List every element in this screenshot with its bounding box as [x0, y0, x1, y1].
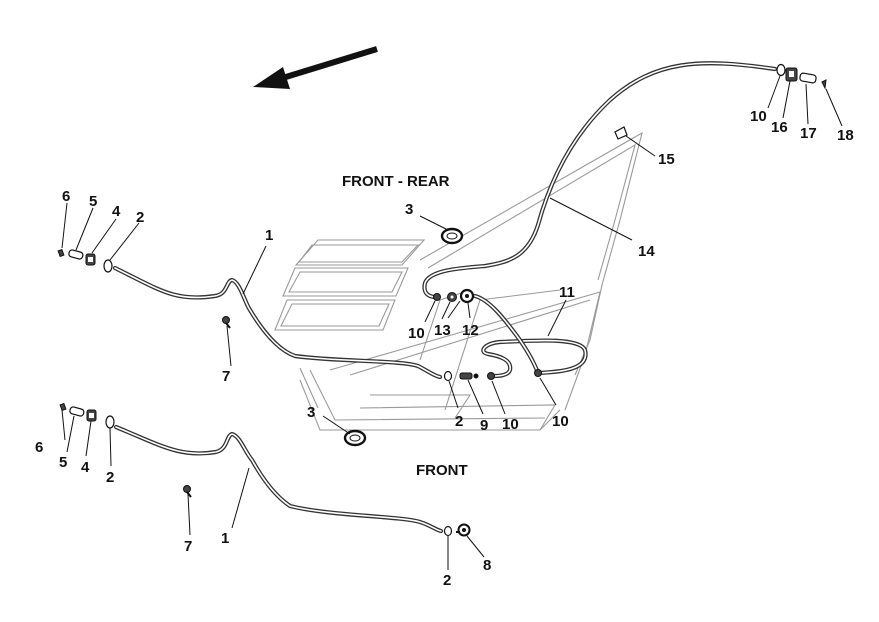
- upper-fitting-12: [459, 288, 475, 304]
- label-lower-7: 7: [184, 538, 192, 555]
- label-upper-12: 12: [462, 322, 479, 339]
- lower-fitting-6: [59, 402, 67, 412]
- lower-fitting-2-right: [443, 525, 453, 537]
- upper-brake-pipe-14: [422, 61, 778, 300]
- upper-fitting-13: [447, 292, 457, 302]
- background-panel-outline: [274, 131, 643, 431]
- label-upper-3-bottom: 3: [307, 404, 315, 421]
- upper-grommet-3-top: [440, 227, 464, 245]
- direction-arrow-icon: [253, 46, 378, 89]
- label-upper-13: 13: [434, 322, 451, 339]
- lower-brake-pipe-1: [113, 424, 444, 534]
- label-upper-16: 16: [771, 119, 788, 136]
- upper-fitting-4: [85, 253, 96, 266]
- upper-fitting-17: [799, 72, 817, 84]
- label-upper-15: 15: [658, 151, 675, 168]
- label-upper-10-right: 10: [552, 413, 569, 430]
- label-upper-2-left: 2: [136, 209, 144, 226]
- upper-fitting-10-top: [776, 63, 786, 77]
- label-upper-11: 11: [559, 284, 575, 301]
- label-lower-2-left: 2: [106, 469, 114, 486]
- upper-fitting-9: [459, 372, 479, 380]
- upper-fitting-10-mid: [487, 372, 495, 380]
- lower-clip-7: [183, 485, 192, 498]
- upper-clip-7: [222, 316, 231, 329]
- label-upper-6: 6: [62, 188, 70, 205]
- upper-fitting-16: [785, 67, 798, 82]
- label-lower-5: 5: [59, 454, 67, 471]
- lower-fitting-8: [456, 523, 471, 537]
- label-upper-18: 18: [837, 127, 854, 144]
- label-upper-10-mid: 10: [502, 416, 519, 433]
- upper-fitting-10-left: [433, 293, 441, 301]
- label-upper-2-mid: 2: [455, 413, 463, 430]
- label-upper-5: 5: [89, 193, 97, 210]
- upper-grommet-3-bottom: [343, 429, 367, 447]
- label-upper-14: 14: [638, 243, 655, 260]
- lower-fitting-4: [86, 409, 97, 422]
- label-lower-1: 1: [221, 530, 229, 547]
- label-lower-4: 4: [81, 459, 90, 476]
- label-upper-1: 1: [265, 227, 273, 244]
- upper-fitting-2-mid: [443, 370, 453, 382]
- label-upper-9: 9: [480, 417, 488, 434]
- upper-brake-pipe-1: [112, 265, 443, 380]
- label-upper-4: 4: [112, 203, 121, 220]
- upper-link-pipe: [472, 293, 541, 376]
- label-upper-7: 7: [222, 368, 230, 385]
- label-lower-8: 8: [483, 557, 491, 574]
- label-upper-17: 17: [800, 125, 817, 142]
- upper-fitting-5: [68, 249, 84, 260]
- upper-fitting-2-left: [103, 259, 113, 273]
- label-upper-10-top: 10: [750, 108, 767, 125]
- upper-fitting-10-right: [534, 369, 542, 377]
- label-lower-6: 6: [35, 439, 43, 456]
- header-front-rear: FRONT - REAR: [342, 173, 450, 190]
- upper-fitting-6: [57, 248, 65, 258]
- lower-fitting-2-left: [105, 415, 115, 429]
- label-lower-2-right: 2: [443, 572, 451, 589]
- upper-fitting-18: [821, 79, 827, 90]
- upper-fitting-15: [614, 126, 628, 140]
- header-front: FRONT: [416, 462, 468, 479]
- label-upper-10-left: 10: [408, 325, 425, 342]
- leader-lines: [61, 75, 843, 570]
- label-upper-3-top: 3: [405, 201, 413, 218]
- lower-fitting-5: [69, 406, 85, 417]
- upper-brake-pipe-11: [481, 338, 588, 379]
